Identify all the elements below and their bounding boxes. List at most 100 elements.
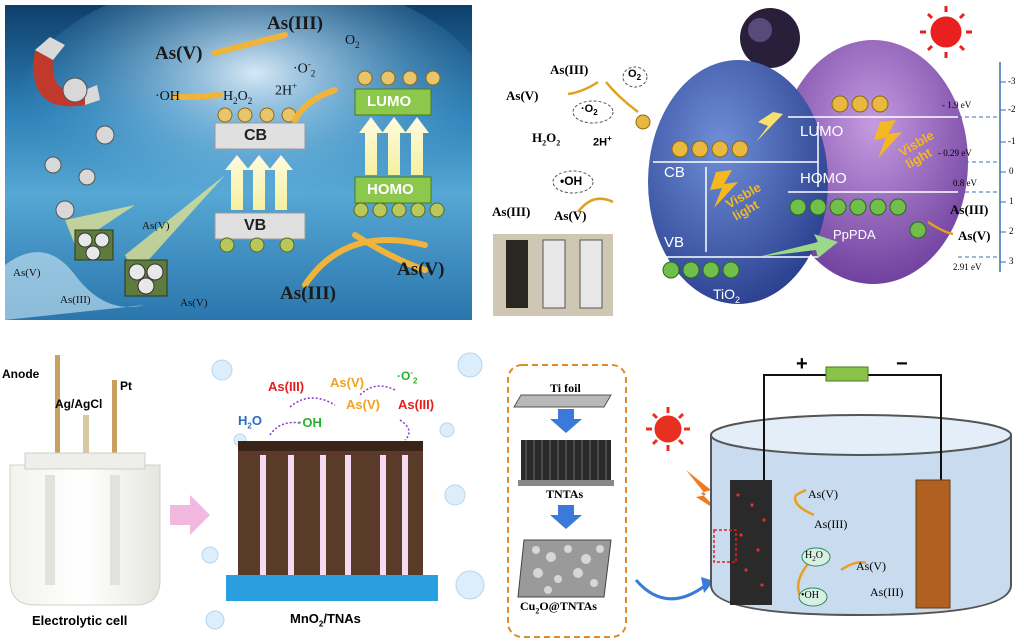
panel-cu2o-tntas: Ti foil TNTAs Cu2O@TNTAs + − As(V) As(II… [496,335,1024,644]
panel3-illustration [9,352,485,630]
mno2-tnas-block [226,441,438,601]
p3-as5-label-a: As(V) [330,375,364,390]
vb-band [214,212,306,240]
scale-tick-m3: -3 [1008,76,1016,86]
small-as5-label-b: As(V) [13,267,41,279]
p2-as5-label-b: As(V) [554,208,587,223]
lumo-label: LUMO [367,93,412,110]
p3-h2o-label: H2O [238,413,262,431]
homo-label: HOMO [367,181,414,198]
panel1-illustration [5,5,472,320]
ev-dashed-lines [958,116,1000,258]
scale-tick-2: 2 [1009,226,1014,236]
p4-h2o-label: H2O [805,550,823,563]
p3-as3-label-a: As(III) [268,379,305,394]
electrolytic-cell-label: Electrolytic cell [32,613,128,628]
hole-transfer-arrow [758,234,838,258]
oh-bubble-4 [798,587,828,607]
protons-label: 2H+ [275,81,298,99]
p3-oh-label: ·OH [298,415,322,430]
p2-as5-label: As(V) [506,88,539,103]
small-as5-label-c: As(V) [180,297,208,309]
cb-band [214,122,306,150]
o2-bubble [622,66,648,88]
p2-as5-right-label: As(V) [958,228,991,243]
ag-agcl-label: Ag/AgCl [55,397,103,411]
panel-magnetic-photocatalysis: As(III) As(V) O2 ·O-2 2H+ ·OH H2O2 CB VB… [5,5,472,320]
energy-scale-ticks [1000,81,1006,263]
p2-protons-label: 2H+ [593,134,612,149]
scale-tick-m2: -2 [1008,104,1016,114]
composite-cube-2 [124,259,168,297]
p2-superoxide-label: ·O2 [581,103,598,118]
ev-label-1: - 1.9 eV [942,100,972,110]
cathode-electrode [915,479,951,609]
homo-band [354,176,432,204]
pink-arrow-icon [170,495,210,535]
resistor-icon [825,366,869,382]
h2o2-label: H2O2 [223,89,253,106]
p2-homo-label: HOMO [800,170,847,187]
down-arrow-1 [550,409,582,433]
water-splash [5,252,145,320]
tntas-label: TNTAs [546,487,584,501]
o2-label: O2 [345,33,360,50]
cu2o-tntas-label: Cu2O@TNTAs [520,599,597,616]
p2-pppda-label: PpPDA [833,227,876,242]
cu2o-tntas-icon [517,539,612,598]
scale-tick-0: 0 [1009,166,1014,176]
positive-terminal-label: + [796,353,808,375]
scale-tick-3: 3 [1009,256,1014,266]
p3-as5-label-b: As(V) [346,397,380,412]
electron-particles-2 [635,95,889,158]
p2-h2o2-label: H2O2 [532,130,561,148]
cb-label: CB [244,127,268,144]
negative-terminal-label: − [896,353,908,375]
superoxide-radical-label: ·O-2 [293,59,316,79]
pt-label: Pt [120,379,132,393]
panel4-illustration [507,364,1012,638]
nanoparticle-cluster [44,77,115,220]
p2-as3-label-b: As(III) [492,204,531,219]
scale-tick-m1: -1 [1008,136,1016,146]
p4-as3-bottom-label: As(III) [870,585,904,599]
vials-photo [493,234,613,316]
p4-as3-top-label: As(III) [814,517,848,531]
p2-as3-label: As(III) [550,62,589,77]
hole-particles [219,202,445,253]
p4-as5-top-label: As(V) [808,487,838,501]
sun-icon [920,6,972,58]
core-shell-sphere-icon [740,8,800,68]
reaction-arrows-2 [567,80,954,236]
small-as5-label-a: As(V) [142,220,170,232]
anode-label: Anode [2,367,40,381]
p2-as3-right-label: As(III) [950,202,989,217]
scale-tick-1: 1 [1009,196,1014,206]
lightning-icons [710,120,902,208]
panel-tio2-pppda: As(III) As(V) O2 ·O2 2H+ H2O2 •OH As(III… [488,2,1024,322]
down-arrow-2 [550,505,582,529]
p2-oh-label: •OH [560,174,583,188]
hole-particles-2 [662,198,927,279]
p2-vb-label: VB [664,234,685,251]
h2o-bubble [801,547,831,567]
reaction-arrows [172,32,428,288]
ev-label-3: 0.8 eV [953,178,977,188]
mno2-tnas-label: MnO2/TNAs [290,611,361,629]
panel2-illustration [493,6,1006,316]
p2-cb-label: CB [664,164,685,181]
hydroxyl-radical-label: ·OH [155,89,180,104]
p2-o2-label: O2 [628,68,642,83]
p2-tio2-label: TiO2 [713,286,741,305]
reaction-arcs [269,385,410,441]
lumo-band [354,88,432,116]
p4-as5-mid-label: As(V) [856,559,886,573]
ti-foil-icon [513,394,612,408]
photoanode-electrode [713,480,772,605]
p3-as3-label-b: As(III) [398,397,435,412]
electron-particles [217,70,441,123]
ev-label-2: - 0.29 eV [938,148,972,158]
superoxide-bubble [572,100,614,124]
as3-label-top: As(III) [267,13,323,34]
oh-bubble [552,170,594,194]
